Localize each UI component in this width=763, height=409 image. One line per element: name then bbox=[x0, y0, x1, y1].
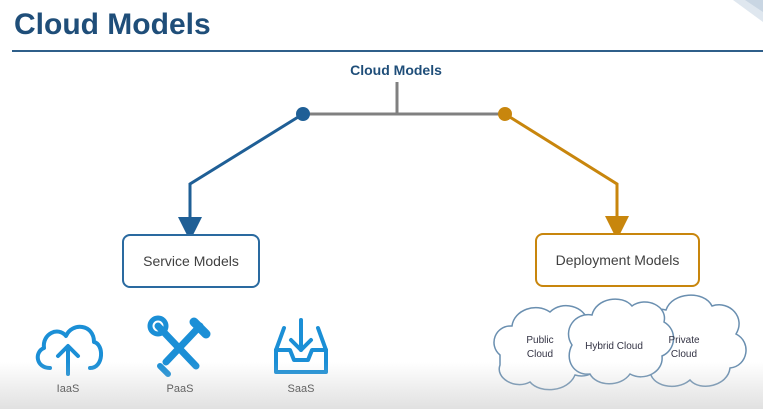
private-cloud-line2: Cloud bbox=[670, 349, 698, 360]
inbox-download-icon bbox=[274, 318, 328, 374]
saas-label: SaaS bbox=[287, 383, 315, 395]
hybrid-cloud-line1: Hybrid Cloud bbox=[585, 341, 643, 352]
deployment-models-label: Deployment Models bbox=[555, 252, 680, 268]
deployment-branch-node bbox=[498, 107, 512, 121]
public-cloud-line1: Public bbox=[526, 335, 554, 346]
service-models-box: Service Models bbox=[122, 234, 260, 288]
deployment-models-box: Deployment Models bbox=[535, 233, 700, 287]
service-models-label: Service Models bbox=[143, 253, 239, 269]
private-cloud-line1: Private bbox=[668, 335, 700, 346]
title-underline bbox=[12, 50, 763, 52]
slide-header: Cloud Models bbox=[0, 0, 763, 56]
cloud-upload-icon bbox=[35, 325, 103, 376]
hybrid-cloud-label: Hybrid Cloud bbox=[578, 340, 650, 354]
corner-decoration bbox=[733, 0, 763, 22]
slide-title: Cloud Models bbox=[14, 8, 211, 41]
public-cloud-line2: Cloud bbox=[526, 349, 554, 360]
public-cloud-label: Public Cloud bbox=[512, 334, 568, 362]
tools-icon bbox=[147, 315, 211, 377]
private-cloud-label: Private Cloud bbox=[656, 334, 712, 362]
service-branch-line bbox=[178, 112, 304, 241]
deployment-branch-line bbox=[504, 112, 629, 240]
service-branch-node bbox=[296, 107, 310, 121]
iaas-label: IaaS bbox=[56, 383, 80, 395]
paas-label: PaaS bbox=[166, 383, 194, 395]
root-node-label: Cloud Models bbox=[350, 62, 442, 78]
